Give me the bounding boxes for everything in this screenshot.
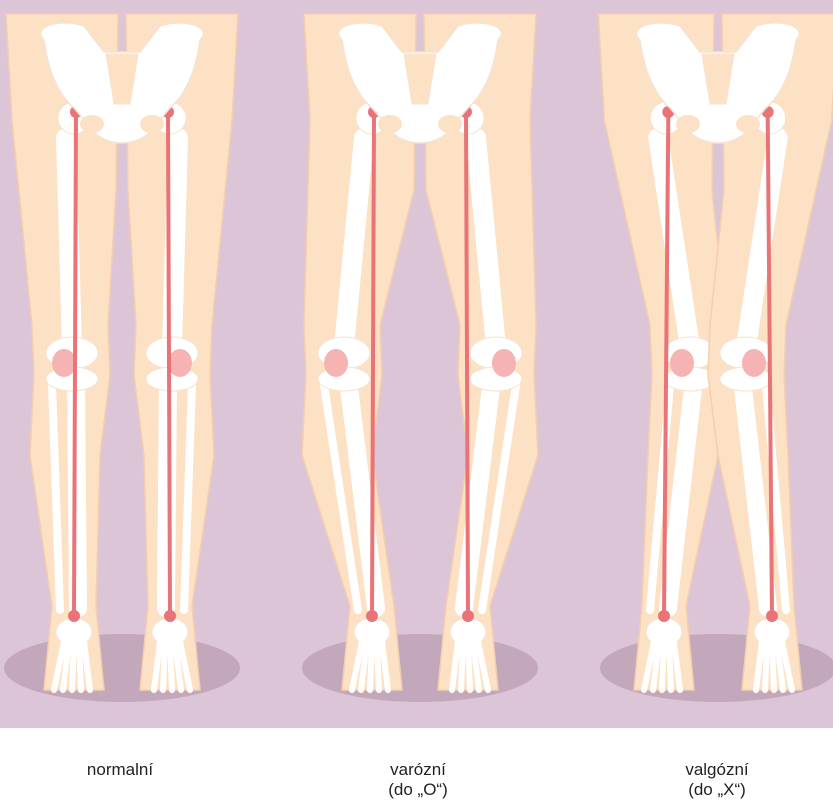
- caption-valgus: valgózní (do „X“): [617, 760, 817, 800]
- toe-bone-left: [662, 642, 664, 690]
- floor-shadow: [4, 634, 240, 702]
- toe-bone-left: [377, 642, 379, 690]
- mechanical-axis-right: [168, 112, 170, 616]
- toe-bone-left: [79, 642, 81, 690]
- femur-left: [66, 138, 72, 347]
- toe-bone-left: [669, 642, 671, 690]
- ankle-point-right: [462, 610, 474, 622]
- obturator-right: [438, 115, 462, 133]
- kneecap-right: [742, 349, 766, 377]
- kneecap-left: [324, 349, 348, 377]
- obturator-right: [140, 115, 164, 133]
- kneecap-left: [52, 349, 76, 377]
- mechanical-axis-left: [74, 112, 76, 616]
- toe-bone-right: [461, 642, 463, 690]
- toe-bone-right: [765, 642, 767, 690]
- obturator-left: [80, 115, 104, 133]
- toe-bone-right: [772, 642, 774, 690]
- obturator-left: [378, 115, 402, 133]
- ankle-point-left: [366, 610, 378, 622]
- caption-varus-line-2: (do „O“): [318, 780, 518, 800]
- mechanical-axis-right: [466, 112, 468, 616]
- ankle-point-left: [658, 610, 670, 622]
- ankle-point-left: [68, 610, 80, 622]
- caption-normal-line-1: normalní: [20, 760, 220, 780]
- floor-shadow: [302, 634, 538, 702]
- toe-bone-right: [163, 642, 165, 690]
- mechanical-axis-left: [372, 112, 374, 616]
- femur-right: [172, 138, 178, 347]
- kneecap-right: [168, 349, 192, 377]
- toe-bone-right: [468, 642, 470, 690]
- obturator-right: [736, 115, 760, 133]
- toe-bone-left: [370, 642, 372, 690]
- kneecap-right: [492, 349, 516, 377]
- ankle-point-right: [766, 610, 778, 622]
- caption-valgus-line-1: valgózní: [617, 760, 817, 780]
- caption-varus-line-1: varózní: [318, 760, 518, 780]
- ankle-point-right: [164, 610, 176, 622]
- toe-bone-left: [72, 642, 74, 690]
- caption-normal: normalní: [20, 760, 220, 780]
- kneecap-left: [670, 349, 694, 377]
- caption-varus: varózní (do „O“): [318, 760, 518, 800]
- caption-valgus-line-2: (do „X“): [617, 780, 817, 800]
- toe-bone-right: [170, 642, 172, 690]
- obturator-left: [676, 115, 700, 133]
